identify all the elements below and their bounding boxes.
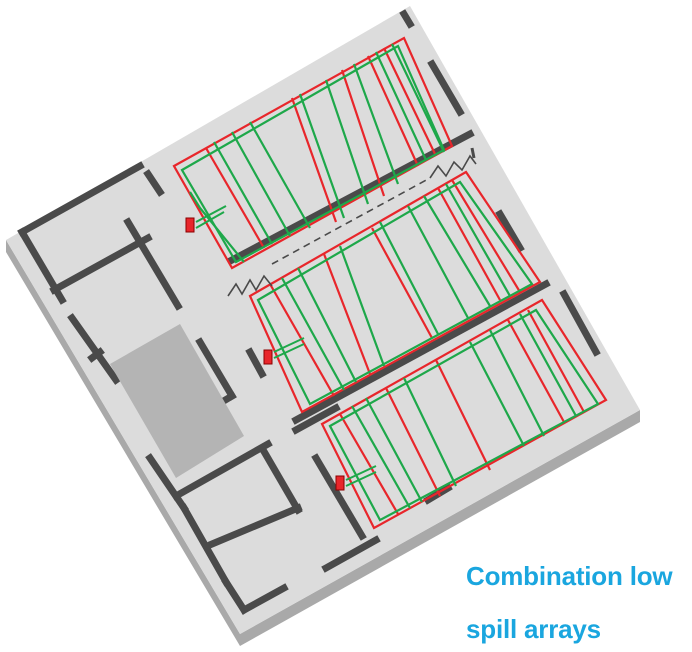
wall-right-3: [399, 9, 415, 29]
wall-corr-2: [311, 453, 367, 541]
draft-curtain-divider: [227, 147, 477, 297]
wall-bottom: [221, 577, 249, 615]
wall-right-1: [495, 209, 525, 253]
array-1-feed: [195, 205, 227, 223]
wall-room-e: [179, 503, 231, 587]
walls: [17, 9, 601, 615]
array-2-valve: [263, 349, 273, 365]
array-1-valve: [185, 217, 195, 233]
wall-room-d2: [257, 443, 303, 515]
wall-outer-top-2: [143, 169, 165, 197]
spill-array-3: [320, 298, 608, 530]
wall-div-2: [291, 279, 551, 425]
caption-line-1: Combination low: [466, 561, 673, 591]
wall-outer-top: [17, 161, 145, 237]
wall-room-d: [171, 439, 273, 501]
wall-right-4: [427, 59, 465, 117]
slab: [6, 6, 640, 634]
zigzag-left: [227, 274, 273, 297]
array-3-outline: [320, 298, 608, 530]
wall-corr-1: [291, 403, 341, 435]
caption-line-2: spill arrays: [466, 614, 601, 644]
wall-right-2: [559, 289, 601, 357]
wall-mid-1: [195, 337, 237, 401]
array-3-valve: [335, 475, 345, 491]
zigzag-right: [429, 154, 477, 179]
wall-div-1: [227, 129, 475, 265]
wall-room-a2: [123, 217, 183, 311]
spill-array-1: [172, 36, 454, 270]
building-core: [110, 324, 244, 478]
wall-room-b2: [87, 347, 105, 363]
wall-room-f: [207, 503, 303, 549]
wall-room-b: [67, 313, 121, 385]
wall-mid-3: [245, 347, 267, 379]
wall-room-a: [49, 233, 153, 295]
wall-right-5: [321, 535, 381, 573]
array-2-outline: [248, 170, 542, 414]
wall-room-c: [145, 453, 189, 513]
wall-bottom-2: [239, 583, 289, 615]
spill-array-2: [248, 170, 542, 414]
